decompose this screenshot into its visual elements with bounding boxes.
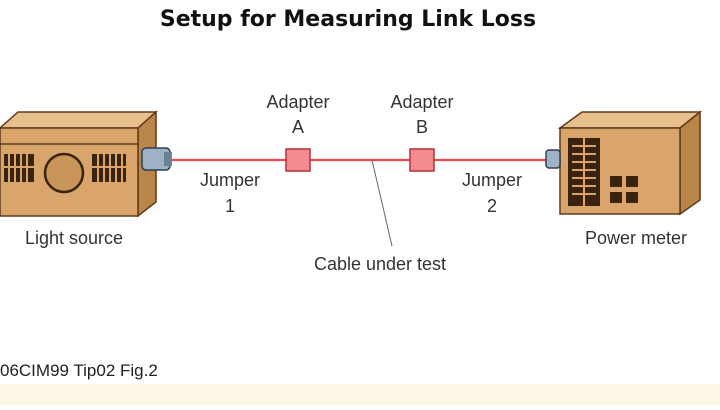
adapter-b-label: Adapter bbox=[390, 92, 453, 112]
power-meter-device bbox=[545, 110, 703, 216]
light-source-label: Light source bbox=[25, 228, 123, 248]
adapter-b bbox=[409, 148, 435, 172]
jumper-2-label: Jumper bbox=[462, 170, 522, 190]
button-icon bbox=[626, 192, 638, 203]
button-icon bbox=[626, 176, 638, 187]
button-icon bbox=[610, 192, 622, 203]
button-icon bbox=[610, 176, 622, 187]
footer-band bbox=[0, 384, 720, 405]
cable-under-test-label: Cable under test bbox=[314, 254, 446, 274]
power-meter-side-face bbox=[679, 110, 701, 216]
cable-leader-line bbox=[371, 159, 393, 247]
power-meter-buttons bbox=[610, 176, 638, 203]
jumper-1-number: 1 bbox=[225, 196, 235, 216]
jumper-2-number: 2 bbox=[487, 196, 497, 216]
light-source-device bbox=[0, 110, 172, 218]
adapter-a bbox=[285, 148, 311, 172]
light-source-left-vents bbox=[4, 154, 34, 182]
adapter-b-letter: B bbox=[416, 117, 428, 137]
figure-reference: 06CIM99 Tip02 Fig.2 bbox=[0, 361, 158, 380]
light-source-right-vents bbox=[92, 154, 126, 182]
jumper-1-label: Jumper bbox=[200, 170, 260, 190]
power-meter-connector-icon bbox=[545, 149, 561, 169]
adapter-a-letter: A bbox=[292, 117, 304, 137]
power-meter-top-face bbox=[557, 111, 703, 129]
adapter-a-label: Adapter bbox=[266, 92, 329, 112]
power-meter-display bbox=[568, 138, 600, 206]
power-meter-label: Power meter bbox=[585, 228, 687, 248]
light-source-top-face bbox=[0, 111, 158, 129]
diagram-title: Setup for Measuring Link Loss bbox=[160, 7, 536, 32]
knob-icon bbox=[43, 152, 85, 194]
